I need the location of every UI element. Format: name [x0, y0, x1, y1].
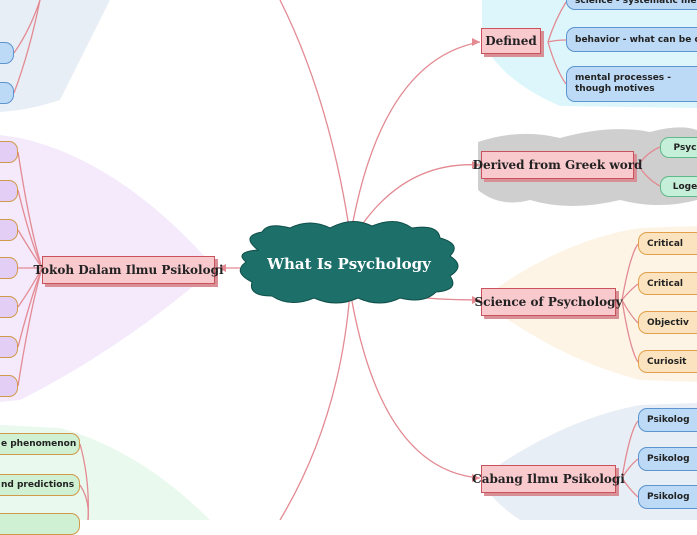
topic-cabang[interactable]: Cabang Ilmu Psikologi: [472, 465, 625, 493]
greek-item-psyche[interactable]: Psyc: [660, 137, 697, 158]
bottom-left-item-phenomenon[interactable]: e phenomenon: [0, 433, 80, 455]
science-item-critical-2[interactable]: Critical: [638, 272, 697, 295]
topic-derived-greek[interactable]: Derived from Greek word: [473, 151, 642, 179]
tokoh-item-4[interactable]: [0, 257, 18, 279]
cabang-item-2[interactable]: Psikolog: [638, 447, 697, 471]
tokoh-item-5[interactable]: [0, 296, 18, 318]
region-top-left: [0, 0, 110, 112]
central-topic[interactable]: What Is Psychology: [267, 255, 431, 273]
topic-science[interactable]: Science of Psychology: [474, 288, 623, 316]
bottom-left-item-predictions[interactable]: nd predictions: [0, 474, 80, 496]
tokoh-item-2[interactable]: [0, 180, 18, 202]
top-left-item-1[interactable]: [0, 42, 14, 64]
topic-defined[interactable]: Defined: [481, 28, 541, 54]
cabang-item-1[interactable]: Psikolog: [638, 408, 697, 432]
topic-tokoh[interactable]: Tokoh Dalam Ilmu Psikologi: [33, 256, 224, 284]
science-item-critical-1[interactable]: Critical: [638, 232, 697, 255]
defined-item-science[interactable]: science - systematic method: [566, 0, 697, 10]
cabang-item-3[interactable]: Psikolog: [638, 485, 697, 509]
top-left-item-2[interactable]: [0, 82, 14, 104]
bottom-left-item-3[interactable]: [0, 513, 80, 535]
greek-item-logos[interactable]: Loge: [660, 176, 697, 197]
connector-arrows: [218, 38, 480, 482]
center-cloud: [239, 221, 459, 304]
tokoh-item-7[interactable]: [0, 375, 18, 397]
tokoh-item-6[interactable]: [0, 336, 18, 358]
defined-item-behavior[interactable]: behavior - what can be dir: [566, 27, 697, 52]
science-item-objectivity[interactable]: Objectiv: [638, 311, 697, 334]
tokoh-item-3[interactable]: [0, 219, 18, 241]
tokoh-item-1[interactable]: [0, 141, 18, 163]
defined-item-mental[interactable]: mental processes - though motives: [566, 66, 697, 102]
science-item-curiosity[interactable]: Curiosit: [638, 350, 697, 373]
